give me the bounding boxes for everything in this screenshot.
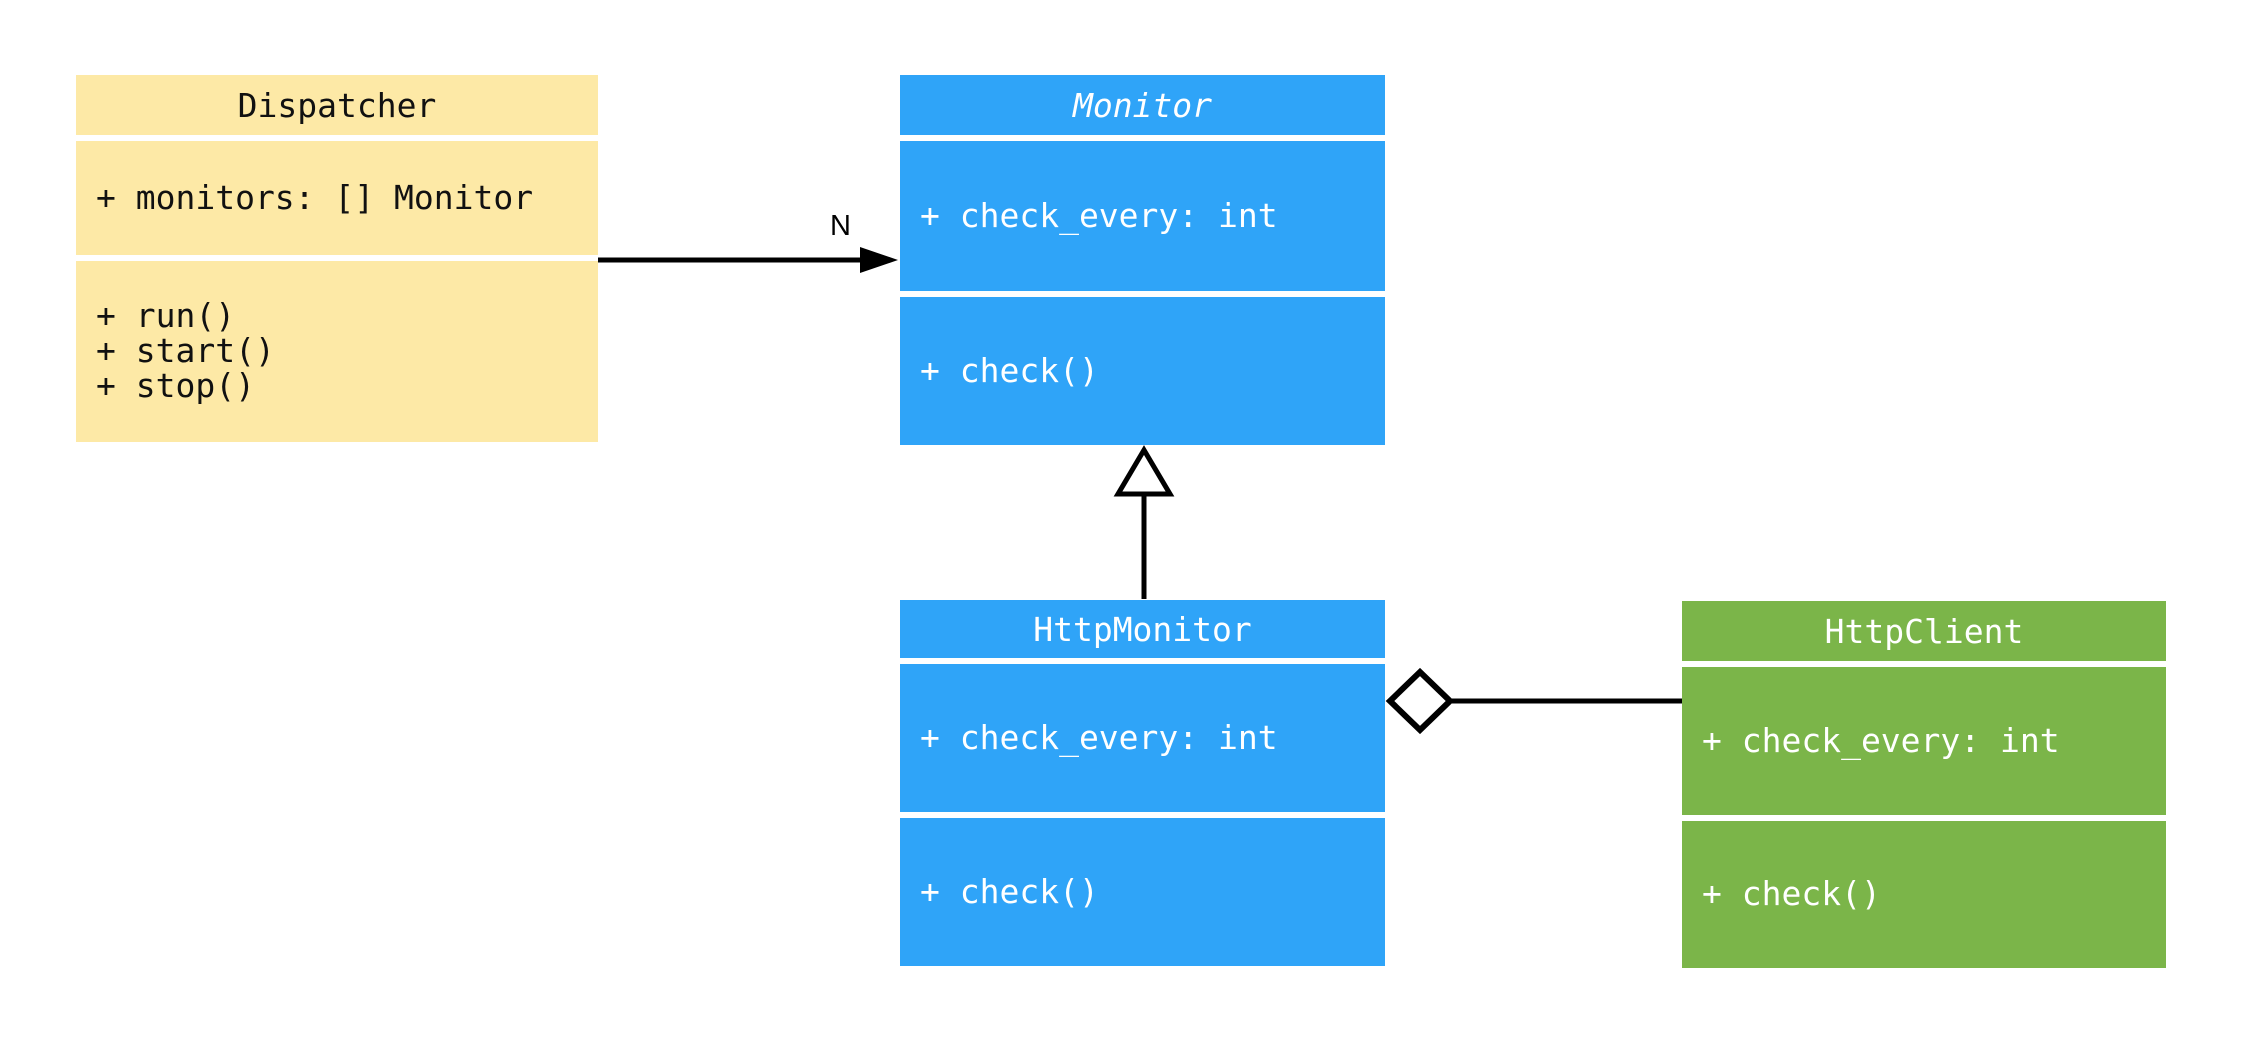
association-arrowhead-icon — [860, 247, 898, 273]
method-row: + check() — [920, 350, 1099, 390]
aggregation-edge-httpmonitor-httpclient — [1385, 667, 1682, 735]
method-row: + run() — [96, 296, 236, 336]
class-httpclient-methods: + check() — [1682, 821, 2166, 968]
inheritance-triangle-icon — [1113, 445, 1175, 497]
class-httpmonitor: HttpMonitor + check_every: int + check() — [900, 600, 1385, 966]
class-name: HttpMonitor — [1033, 609, 1252, 649]
association-edge-dispatcher-monitor — [598, 247, 898, 273]
class-dispatcher-title: Dispatcher — [76, 75, 598, 135]
class-httpclient-attributes: + check_every: int — [1682, 667, 2166, 815]
class-monitor-methods: + check() — [900, 297, 1385, 445]
class-dispatcher-attributes: + monitors: [] Monitor — [76, 141, 598, 255]
class-name: HttpClient — [1824, 611, 2024, 651]
class-monitor-attributes: + check_every: int — [900, 141, 1385, 291]
class-dispatcher-methods: + run() + start() + stop() — [76, 261, 598, 442]
class-monitor: Monitor + check_every: int + check() — [900, 75, 1385, 445]
class-monitor-title: Monitor — [900, 75, 1385, 135]
class-httpmonitor-title: HttpMonitor — [900, 600, 1385, 658]
attribute-row: + check_every: int — [1702, 720, 2060, 760]
attribute-row: + check_every: int — [920, 717, 1278, 757]
class-httpclient: HttpClient + check_every: int + check() — [1682, 601, 2166, 968]
class-name: Monitor — [1072, 85, 1213, 125]
method-row: + check() — [920, 871, 1099, 911]
method-row: + stop() — [96, 365, 255, 405]
class-name: Dispatcher — [237, 85, 437, 125]
association-multiplicity-label: N — [830, 210, 851, 242]
class-httpmonitor-attributes: + check_every: int — [900, 664, 1385, 812]
class-httpclient-title: HttpClient — [1682, 601, 2166, 661]
method-row: + check() — [1702, 874, 1881, 914]
class-httpmonitor-methods: + check() — [900, 818, 1385, 966]
inheritance-edge-httpmonitor-monitor — [1113, 445, 1175, 599]
attribute-row: + monitors: [] Monitor — [96, 177, 534, 217]
attribute-row: + check_every: int — [920, 195, 1278, 235]
aggregation-diamond-icon — [1385, 667, 1455, 735]
class-dispatcher: Dispatcher + monitors: [] Monitor + run(… — [76, 75, 598, 442]
method-row: + start() — [96, 331, 275, 371]
